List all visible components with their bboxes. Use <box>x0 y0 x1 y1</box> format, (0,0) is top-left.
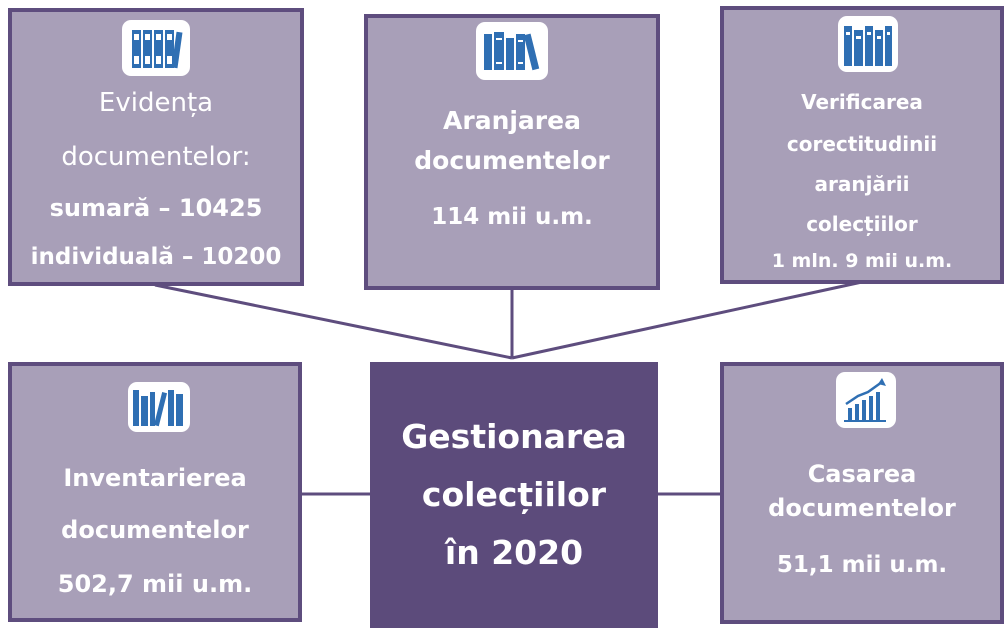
aranjarea-box: Aranjarea documentelor 114 mii u.m. <box>364 14 660 290</box>
aranjarea-line1: Aranjarea <box>443 106 581 135</box>
inventarierea-line2: documentelor <box>61 516 249 544</box>
casarea-box: Casarea documentelor 51,1 mii u.m. <box>720 362 1004 624</box>
evidenta-line2: documentelor: <box>61 142 251 172</box>
bookshelf-icon <box>838 16 898 72</box>
inventarierea-box: Inventarierea documentelor 502,7 mii u.m… <box>8 362 302 622</box>
center-line2: colecțiilor <box>421 475 607 514</box>
evidenta-box: Evidența documentelor: sumară – 10425 in… <box>8 8 304 286</box>
aranjarea-line3: 114 mii u.m. <box>431 204 593 230</box>
verificarea-line3: aranjării <box>814 172 910 196</box>
center-line3: în 2020 <box>444 533 584 572</box>
evidenta-line3: sumară – 10425 <box>49 194 263 222</box>
center-line1: Gestionarea <box>401 417 627 456</box>
aranjarea-line2: documentelor <box>414 146 610 175</box>
books-icon <box>476 22 548 80</box>
verificarea-line1: Verificarea <box>801 90 923 114</box>
connector-top-left <box>154 283 513 360</box>
evidenta-line1: Evidența <box>98 88 214 118</box>
book-row-icon <box>128 382 190 432</box>
connector-top-right <box>511 280 863 360</box>
center-box: Gestionarea colecțiilor în 2020 <box>370 362 658 628</box>
casarea-line2: documentelor <box>768 494 956 522</box>
verificarea-line4: colecțiilor <box>806 212 918 236</box>
casarea-line3: 51,1 mii u.m. <box>776 552 948 578</box>
verificarea-box: Verificarea corectitudinii aranjării col… <box>720 6 1004 284</box>
casarea-line1: Casarea <box>807 460 917 488</box>
evidenta-line4: individuală – 10200 <box>30 244 282 270</box>
verificarea-line2: corectitudinii <box>786 132 938 156</box>
binders-icon <box>122 20 190 76</box>
inventarierea-line1: Inventarierea <box>63 464 247 492</box>
verificarea-line5: 1 mln. 9 mii u.m. <box>771 250 953 272</box>
inventarierea-line3: 502,7 mii u.m. <box>57 570 253 598</box>
growth-chart-icon <box>836 372 896 428</box>
